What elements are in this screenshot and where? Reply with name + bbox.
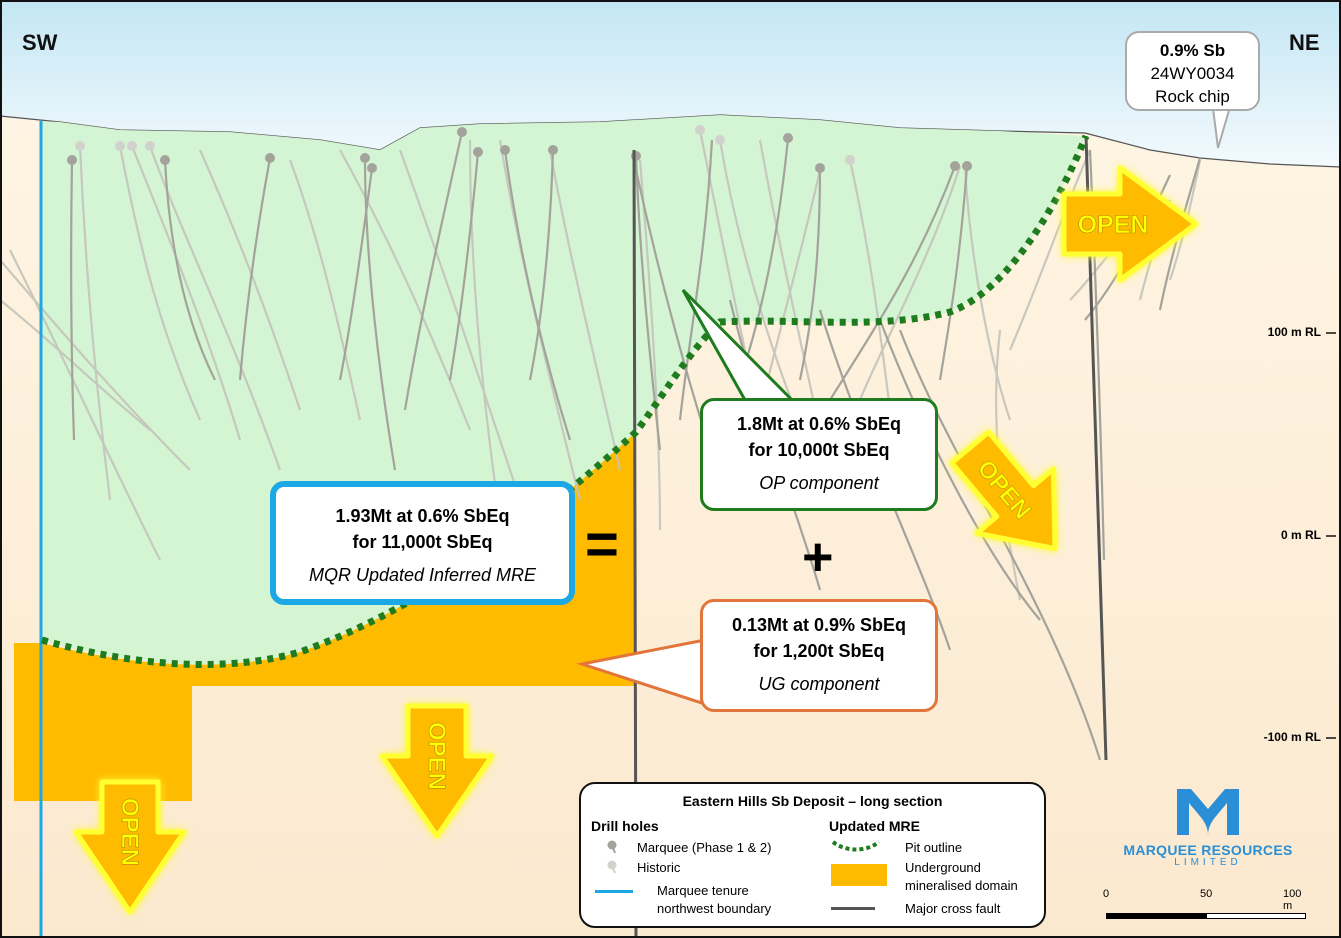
equals-sign: = bbox=[585, 512, 619, 577]
ug-contained: for 1,200t SbEq bbox=[753, 641, 885, 661]
rl-label-0: 0 m RL bbox=[1280, 528, 1321, 542]
legend-historic-holes: Historic bbox=[637, 860, 681, 875]
legend-ug-swatch bbox=[831, 864, 887, 886]
total-mre-contained: for 11,000t SbEq bbox=[352, 532, 493, 552]
ug-tonnage: 0.13Mt at 0.9% SbEq bbox=[731, 615, 907, 635]
plus-sign: + bbox=[802, 527, 834, 587]
scale-bar: 0 50 100 m bbox=[1100, 888, 1310, 928]
legend-collar-icons bbox=[607, 840, 617, 874]
scale-bar-black bbox=[1106, 913, 1206, 919]
rock-chip-id: 24WY0034 bbox=[1150, 64, 1235, 83]
historic-drill-holes bbox=[0, 129, 1202, 601]
logo-name: MARQUEE RESOURCES bbox=[1123, 842, 1293, 858]
total-mre-label: MQR Updated Inferred MRE bbox=[308, 565, 537, 585]
scale-label-50: 50 bbox=[1200, 888, 1213, 900]
op-label: OP component bbox=[759, 473, 879, 493]
legend-pit-outline-swatch bbox=[831, 840, 881, 852]
legend-fault-swatch bbox=[831, 907, 875, 910]
rl-label-100: 100 m RL bbox=[1267, 325, 1321, 339]
sky bbox=[0, 0, 1341, 167]
legend-tenure-swatch bbox=[595, 890, 633, 893]
rl-label-minus-100: -100 m RL bbox=[1263, 730, 1321, 744]
total-mre-tonnage: 1.93Mt at 0.6% SbEq bbox=[335, 506, 510, 526]
total-mre-callout: 1.93Mt at 0.6% SbEq for 11,000t SbEq MQR… bbox=[270, 481, 575, 605]
legend-title: Eastern Hills Sb Deposit – long section bbox=[682, 793, 943, 809]
ug-component-callout: 0.13Mt at 0.9% SbEq for 1,200t SbEq UG c… bbox=[700, 599, 938, 712]
legend-underground-line2: mineralised domain bbox=[905, 878, 1018, 893]
legend: Eastern Hills Sb Deposit – long section … bbox=[579, 782, 1046, 928]
scale-bar-white bbox=[1206, 913, 1306, 919]
rock-chip-callout: 0.9% Sb 24WY0034 Rock chip bbox=[1125, 31, 1260, 111]
marquee-logo-mark bbox=[1177, 789, 1239, 835]
open-arrow-ne: OPEN bbox=[1061, 165, 1199, 283]
ug-label: UG component bbox=[758, 674, 880, 694]
logo-sub: LIMITED bbox=[1174, 857, 1242, 868]
rock-chip-grade: 0.9% Sb bbox=[1159, 41, 1226, 60]
legend-mre-heading: Updated MRE bbox=[829, 818, 920, 834]
op-tonnage: 1.8Mt at 0.6% SbEq bbox=[736, 414, 902, 434]
scale-label-0: 0 bbox=[1103, 888, 1110, 900]
pit-outline bbox=[41, 134, 1090, 668]
legend-marquee-holes: Marquee (Phase 1 & 2) bbox=[637, 840, 772, 855]
legend-drill-holes-heading: Drill holes bbox=[591, 818, 659, 834]
open-label-ne: OPEN bbox=[1078, 211, 1149, 239]
open-label-down-left: OPEN bbox=[116, 798, 143, 866]
legend-tenure-line2: northwest boundary bbox=[657, 901, 772, 916]
legend-tenure-line1: Marquee tenure bbox=[657, 883, 749, 898]
legend-underground-line1: Underground bbox=[905, 860, 981, 875]
open-arrow-down-left: OPEN bbox=[73, 779, 187, 915]
historic-collars bbox=[75, 125, 855, 165]
open-arrow-down-center: OPEN bbox=[379, 703, 495, 839]
ne-label: NE bbox=[1289, 30, 1320, 55]
underground-domain bbox=[14, 432, 636, 801]
op-contained: for 10,000t SbEq bbox=[748, 440, 890, 460]
scale-label-100: 100 m bbox=[1283, 888, 1302, 912]
sw-label: SW bbox=[22, 30, 58, 55]
marquee-logo: MARQUEE RESOURCES LIMITED bbox=[1108, 785, 1308, 868]
rock-chip-type: Rock chip bbox=[1155, 87, 1230, 106]
op-component-callout: 1.8Mt at 0.6% SbEq for 10,000t SbEq OP c… bbox=[700, 398, 938, 511]
marquee-collars bbox=[67, 127, 972, 173]
legend-fault: Major cross fault bbox=[905, 901, 1001, 916]
open-label-down-center: OPEN bbox=[423, 722, 450, 790]
legend-pit-outline: Pit outline bbox=[905, 840, 963, 855]
